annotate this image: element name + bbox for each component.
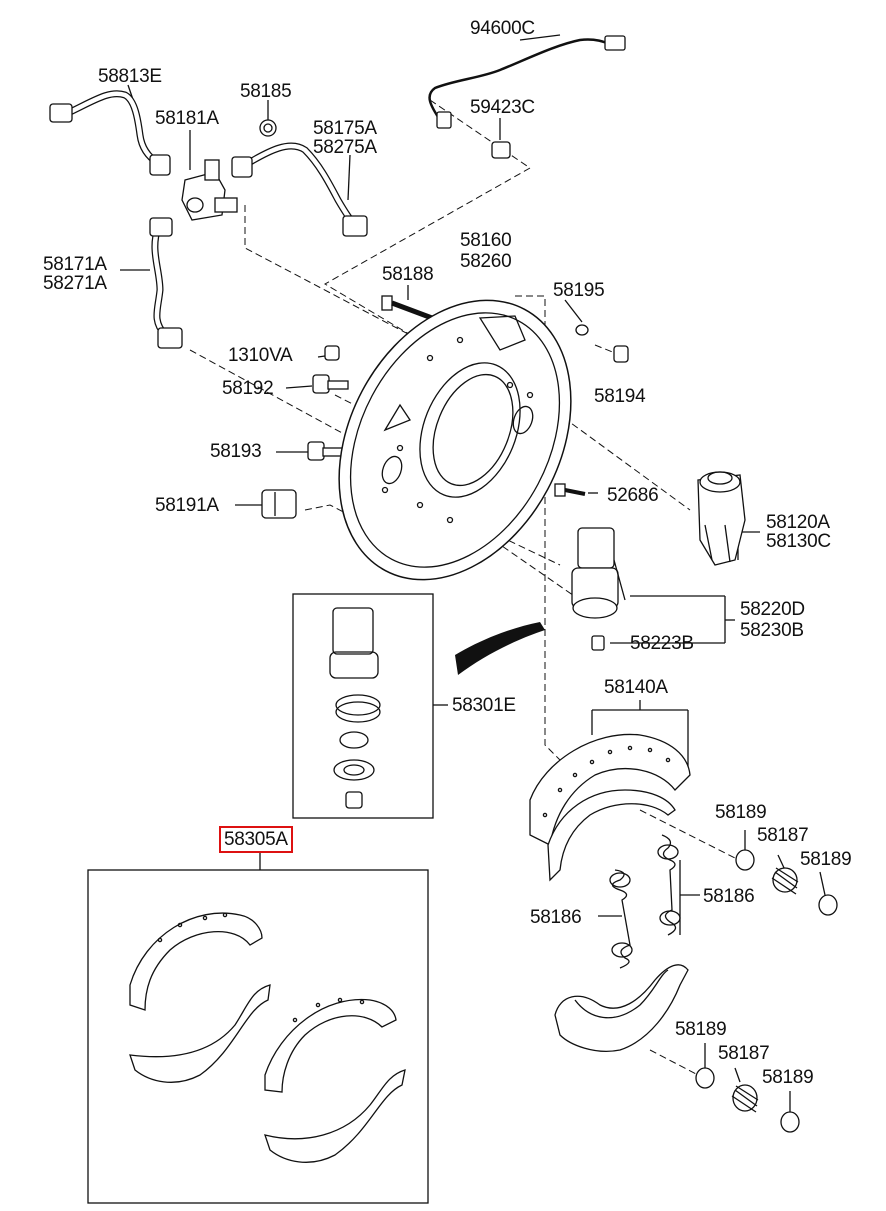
spring-58186-right bbox=[657, 834, 681, 936]
label-58187-b[interactable]: 58187 bbox=[718, 1043, 770, 1064]
retainer-58189-a bbox=[735, 849, 755, 871]
adjuster-58220d bbox=[571, 527, 626, 619]
label-58175a[interactable]: 58175A bbox=[313, 118, 377, 139]
brake-pipe-58171a bbox=[149, 217, 183, 349]
label-58160[interactable]: 58160 bbox=[460, 230, 512, 251]
label-58220d[interactable]: 58220D bbox=[740, 599, 805, 620]
arrow-marker bbox=[455, 622, 545, 675]
spring-58186-left bbox=[609, 869, 633, 969]
nut-58194 bbox=[613, 345, 629, 363]
grommet-58191a bbox=[261, 489, 297, 519]
nut-58185 bbox=[259, 119, 277, 137]
label-58130c[interactable]: 58130C bbox=[766, 531, 831, 552]
retainer-58189-b bbox=[818, 894, 838, 916]
label-58193[interactable]: 58193 bbox=[210, 441, 262, 462]
brake-shoe-lower bbox=[554, 964, 689, 1052]
tee-fitting-58181a bbox=[181, 159, 238, 221]
label-58189-a[interactable]: 58189 bbox=[715, 802, 767, 823]
label-58171a[interactable]: 58171A bbox=[43, 254, 107, 275]
bolt-58188 bbox=[381, 295, 433, 321]
bolt-58192 bbox=[312, 374, 349, 394]
kit-box-58305a bbox=[87, 869, 429, 1204]
washer-58195 bbox=[575, 324, 589, 336]
label-58305a-highlighted[interactable]: 58305A bbox=[219, 826, 293, 853]
bolt-58193 bbox=[307, 441, 346, 461]
label-94600c[interactable]: 94600C bbox=[470, 18, 535, 39]
label-58813e[interactable]: 58813E bbox=[98, 66, 162, 87]
retainer-58189-c bbox=[695, 1067, 715, 1089]
label-58275a[interactable]: 58275A bbox=[313, 137, 377, 158]
label-59423c[interactable]: 59423C bbox=[470, 97, 535, 118]
label-58140a[interactable]: 58140A bbox=[604, 677, 668, 698]
label-52686[interactable]: 52686 bbox=[607, 485, 659, 506]
label-58191a[interactable]: 58191A bbox=[155, 495, 219, 516]
brake-pipe-58813e bbox=[49, 90, 171, 176]
screw-58223b bbox=[591, 635, 605, 651]
abs-sensor-cable-94600c bbox=[428, 35, 626, 129]
cap-59423c bbox=[491, 141, 511, 159]
label-58230b[interactable]: 58230B bbox=[740, 620, 804, 641]
label-58186-left[interactable]: 58186 bbox=[530, 907, 582, 928]
label-58301e[interactable]: 58301E bbox=[452, 695, 516, 716]
label-58192[interactable]: 58192 bbox=[222, 378, 274, 399]
brake-pipe-58175a bbox=[231, 142, 368, 237]
leader-lines bbox=[120, 34, 826, 1115]
nut-1310va bbox=[324, 345, 340, 361]
spring-58187-b bbox=[731, 1084, 759, 1113]
adjuster-58120a bbox=[697, 471, 746, 566]
brake-shoe-58140a bbox=[529, 733, 691, 882]
label-58189-b[interactable]: 58189 bbox=[800, 849, 852, 870]
kit-box-58301e bbox=[292, 593, 434, 819]
label-58186-right[interactable]: 58186 bbox=[703, 886, 755, 907]
label-1310va[interactable]: 1310VA bbox=[228, 345, 293, 366]
label-58271a[interactable]: 58271A bbox=[43, 273, 107, 294]
backing-plate-58160 bbox=[338, 299, 572, 581]
spring-58187-a bbox=[771, 867, 799, 895]
bolt-52686 bbox=[554, 483, 586, 497]
label-58187-a[interactable]: 58187 bbox=[757, 825, 809, 846]
label-58120a[interactable]: 58120A bbox=[766, 512, 830, 533]
label-58195[interactable]: 58195 bbox=[553, 280, 605, 301]
label-58181a[interactable]: 58181A bbox=[155, 108, 219, 129]
label-58260[interactable]: 58260 bbox=[460, 251, 512, 272]
label-58194[interactable]: 58194 bbox=[594, 386, 646, 407]
label-58188[interactable]: 58188 bbox=[382, 264, 434, 285]
label-58189-d[interactable]: 58189 bbox=[762, 1067, 814, 1088]
label-58185[interactable]: 58185 bbox=[240, 81, 292, 102]
retainer-58189-d bbox=[780, 1111, 800, 1133]
label-58189-c[interactable]: 58189 bbox=[675, 1019, 727, 1040]
label-58223b[interactable]: 58223B bbox=[630, 633, 694, 654]
